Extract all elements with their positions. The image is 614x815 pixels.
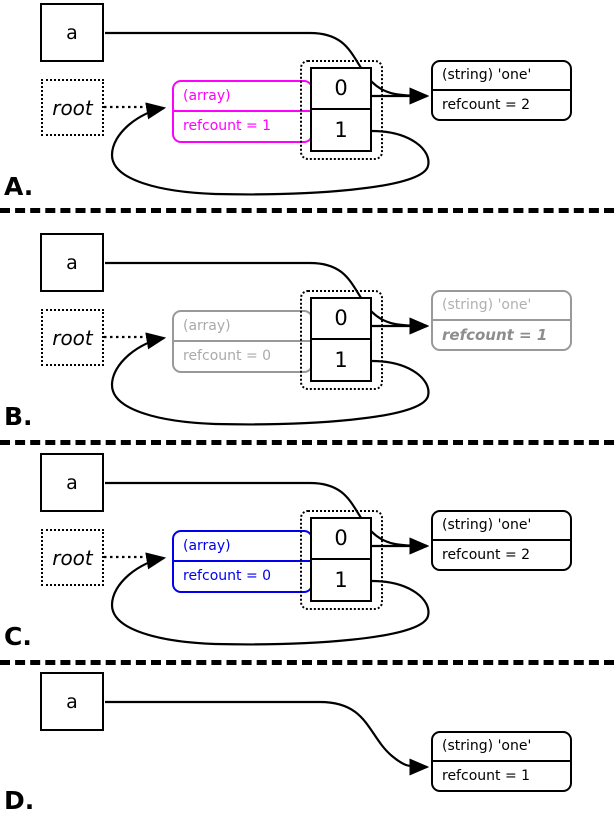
panel-a: a root (array) refcount = 1 0 1 (string)…	[0, 0, 614, 208]
array-element-0[interactable]: 0	[312, 69, 370, 110]
string-zval-box[interactable]: (string) 'one' refcount = 2	[431, 60, 572, 121]
string-refcount-label: refcount = 1	[442, 325, 548, 344]
array-element-1[interactable]: 1	[334, 567, 348, 592]
panel-label-d: D.	[4, 786, 35, 815]
array-zval-box[interactable]: (array) refcount = 1	[172, 80, 313, 143]
variable-label: a	[66, 471, 78, 494]
string-type-label: (string) 'one'	[433, 292, 570, 321]
string-zval-box[interactable]: (string) 'one' refcount = 1	[431, 731, 572, 792]
root-box[interactable]: root	[41, 309, 104, 366]
array-refcount-label: refcount = 0	[183, 348, 272, 365]
panel-divider-3	[0, 660, 614, 665]
variable-label: a	[66, 690, 78, 713]
string-refcount-label: refcount = 2	[442, 96, 531, 113]
array-type-label: (array)	[174, 532, 311, 562]
variable-label: a	[66, 251, 78, 274]
variable-box-a[interactable]: a	[40, 3, 104, 62]
string-refcount-label: refcount = 2	[442, 546, 531, 563]
string-refcount-label: refcount = 1	[442, 767, 531, 784]
root-label: root	[52, 325, 93, 350]
panel-c: a root (array) refcount = 0 0 1 (string)…	[0, 450, 614, 651]
array-element-1[interactable]: 1	[334, 117, 348, 142]
string-type-label: (string) 'one'	[433, 512, 570, 541]
panel-d: a (string) 'one' refcount = 1 D.	[0, 670, 614, 815]
panel-label-a: A.	[4, 172, 34, 201]
array-elements-box[interactable]: 0 1	[310, 517, 372, 602]
string-zval-box[interactable]: (string) 'one' refcount = 1	[431, 290, 572, 351]
array-element-0[interactable]: 0	[312, 519, 370, 560]
root-box[interactable]: root	[41, 529, 104, 586]
string-zval-box[interactable]: (string) 'one' refcount = 2	[431, 510, 572, 571]
root-label: root	[52, 95, 93, 120]
panel-label-c: C.	[4, 622, 32, 651]
array-elements-box[interactable]: 0 1	[310, 297, 372, 382]
array-refcount-label: refcount = 1	[183, 118, 272, 135]
array-type-label: (array)	[174, 312, 311, 342]
array-elements-container	[300, 510, 383, 610]
array-elements-box[interactable]: 0 1	[310, 67, 372, 152]
array-type-label: (array)	[174, 82, 311, 112]
array-zval-box[interactable]: (array) refcount = 0	[172, 310, 313, 373]
array-elements-container	[300, 290, 383, 390]
root-box[interactable]: root	[41, 79, 104, 136]
root-label: root	[52, 545, 93, 570]
array-refcount-label: refcount = 0	[183, 568, 272, 585]
variable-label: a	[66, 21, 78, 44]
variable-box-a[interactable]: a	[40, 453, 104, 512]
variable-box-a[interactable]: a	[40, 672, 104, 731]
panel-b: a root (array) refcount = 0 0 1 (string)…	[0, 230, 614, 431]
array-elements-container	[300, 60, 383, 160]
array-element-0[interactable]: 0	[312, 299, 370, 340]
variable-box-a[interactable]: a	[40, 233, 104, 292]
array-element-1[interactable]: 1	[334, 347, 348, 372]
array-zval-box[interactable]: (array) refcount = 0	[172, 530, 313, 593]
string-type-label: (string) 'one'	[433, 62, 570, 91]
panel-divider-2	[0, 440, 614, 445]
panel-label-b: B.	[4, 402, 33, 431]
panel-divider-1	[0, 208, 614, 213]
string-type-label: (string) 'one'	[433, 733, 570, 762]
